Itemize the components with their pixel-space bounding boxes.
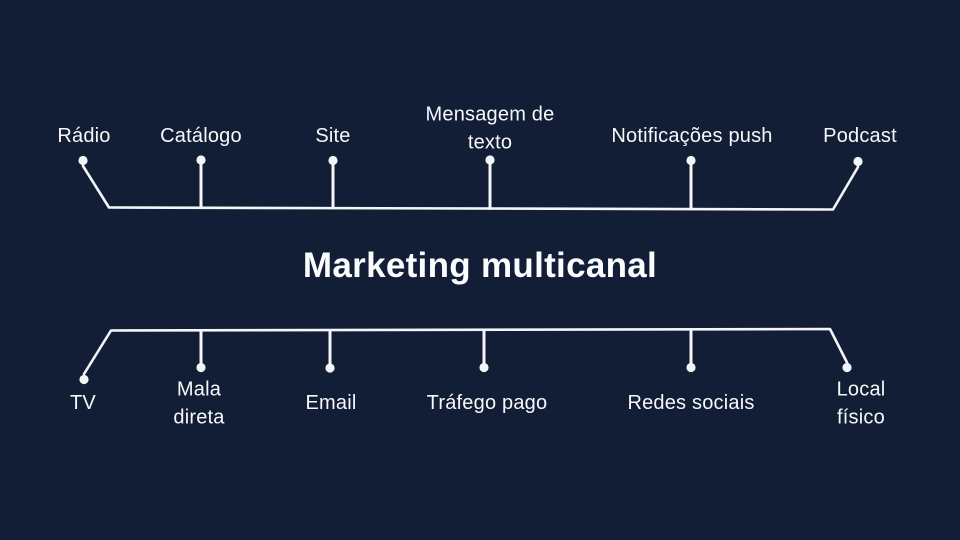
channel-label-email: Email bbox=[305, 392, 357, 415]
node-dot-redes bbox=[686, 362, 696, 373]
channel-label-site: Site bbox=[315, 125, 351, 148]
channel-label-trafego: Tráfego pago bbox=[426, 392, 548, 415]
node-dot-notificacoes bbox=[686, 155, 696, 166]
node-dot-site bbox=[328, 155, 338, 166]
channel-label-mala-direta: Mala direta bbox=[173, 378, 225, 428]
channel-label-tv: TV bbox=[70, 392, 96, 415]
top-branch bbox=[78, 155, 863, 211]
page-title: Marketing multicanal bbox=[302, 246, 658, 285]
node-dot-mensagem bbox=[485, 155, 495, 165]
node-dot-trafego bbox=[479, 362, 489, 373]
channel-label-local-fisico: Local físico bbox=[836, 378, 886, 428]
top-branch-path bbox=[81, 164, 860, 211]
node-dot-catalogo bbox=[196, 155, 206, 165]
node-dot-podcast bbox=[853, 156, 863, 167]
channel-label-catalogo: Catálogo bbox=[160, 125, 242, 148]
node-dot-tv bbox=[79, 374, 89, 385]
bottom-branch-path bbox=[82, 327, 849, 376]
channel-label-mensagem: Mensagem de texto bbox=[425, 103, 555, 153]
channel-label-redes: Redes sociais bbox=[627, 392, 755, 415]
channel-label-podcast: Podcast bbox=[823, 125, 897, 148]
channel-label-radio: Rádio bbox=[57, 125, 111, 148]
node-dot-email bbox=[325, 363, 335, 373]
node-dot-mala-direta bbox=[196, 362, 206, 373]
node-dot-radio bbox=[78, 155, 88, 166]
node-dot-local-fisico bbox=[842, 362, 852, 373]
channel-label-notificacoes: Notificações push bbox=[611, 125, 773, 148]
bottom-branch bbox=[79, 327, 852, 385]
